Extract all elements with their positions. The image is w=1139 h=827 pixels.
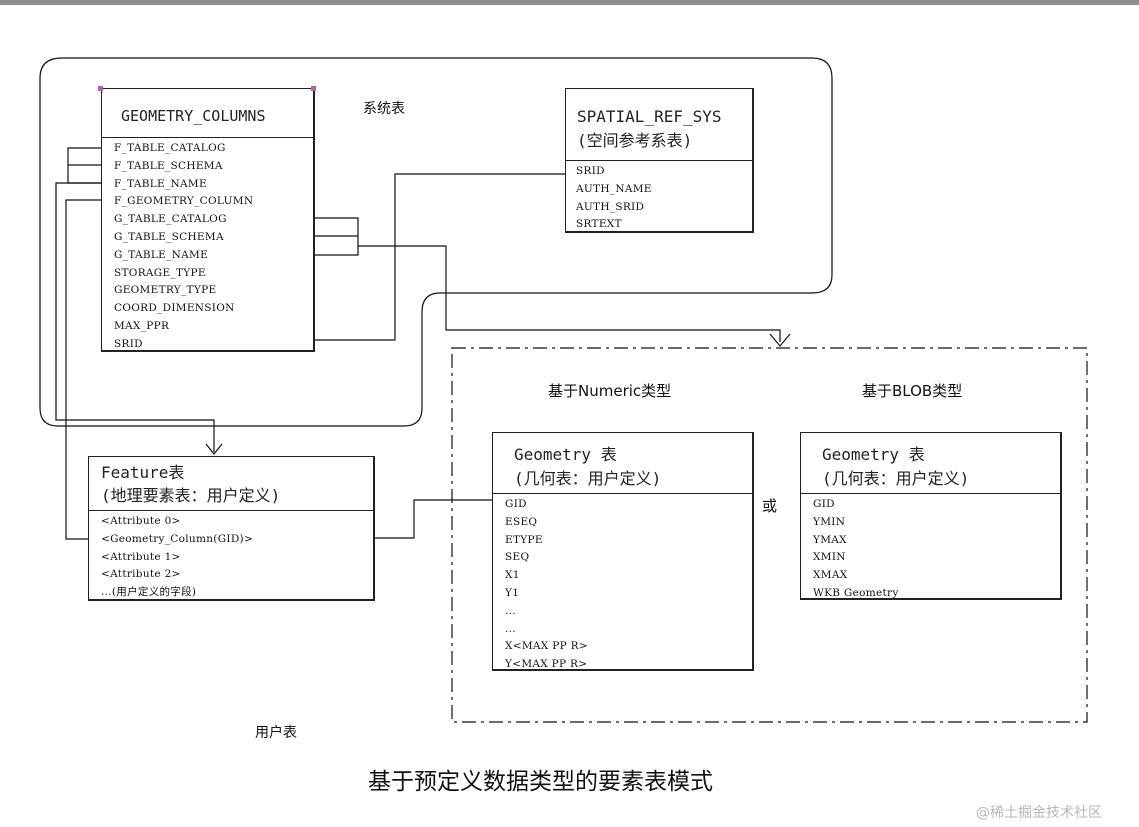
field-xmin: XMIN <box>813 551 846 564</box>
field-auth-srid: AUTH_SRID <box>576 200 645 213</box>
field-list: SRID AUTH_NAME AUTH_SRID SRTEXT <box>566 161 752 234</box>
field-list: <Attribute 0> <Geometry_Column(GID)> <At… <box>89 511 373 602</box>
table-title: GEOMETRY_COLUMNS <box>121 107 266 125</box>
field-g-table-schema: G_TABLE_SCHEMA <box>114 230 224 243</box>
field-x1: X1 <box>505 569 520 582</box>
table-header: Feature表 (地理要素表：用户定义) <box>89 457 373 511</box>
field-ymax: YMAX <box>813 533 847 546</box>
field-geometry-type: GEOMETRY_TYPE <box>114 284 217 297</box>
table-header: SPATIAL_REF_SYS (空间参考系表) <box>566 89 752 161</box>
field-srtext: SRTEXT <box>576 218 622 231</box>
system-tables-label: 系统表 <box>363 101 405 117</box>
selection-handle <box>311 86 316 91</box>
field-y-max: Y<MAX PP R> <box>505 658 588 671</box>
geometry-columns-table: GEOMETRY_COLUMNS F_TABLE_CATALOG F_TABLE… <box>101 88 315 352</box>
selection-handle <box>98 86 103 91</box>
field-g-table-name: G_TABLE_NAME <box>114 248 209 261</box>
feature-table: Feature表 (地理要素表：用户定义) <Attribute 0> <Geo… <box>88 456 375 601</box>
field-g-table-catalog: G_TABLE_CATALOG <box>114 213 227 226</box>
top-bar <box>0 0 1139 5</box>
field-attribute-1: <Attribute 1> <box>101 550 181 563</box>
field-list: F_TABLE_CATALOG F_TABLE_SCHEMA F_TABLE_N… <box>102 138 313 354</box>
field-list: GID YMIN YMAX XMIN XMAX WKB Geometry <box>801 494 1060 603</box>
field-f-geometry-column: F_GEOMETRY_COLUMN <box>114 195 254 208</box>
field-ellipsis: ... <box>505 604 516 617</box>
field-srid: SRID <box>114 337 143 350</box>
table-header: Geometry 表 (几何表：用户定义) <box>801 433 1060 494</box>
field-wkb-geometry: WKB Geometry <box>813 586 899 599</box>
field-ellipsis: ... <box>505 622 516 635</box>
spatial-ref-sys-table: SPATIAL_REF_SYS (空间参考系表) SRID AUTH_NAME … <box>565 88 754 233</box>
field-eseq: ESEQ <box>505 515 538 528</box>
blob-type-label: 基于BLOB类型 <box>862 382 963 400</box>
field-max-ppr: MAX_PPR <box>114 319 170 332</box>
field-f-table-catalog: F_TABLE_CATALOG <box>114 142 226 154</box>
table-link <box>55 182 215 452</box>
field-user-defined: ...(用户定义的字段) <box>101 586 197 599</box>
user-region-outline <box>451 347 1088 723</box>
field-attribute-0: <Attribute 0> <box>101 515 181 527</box>
field-srid: SRID <box>576 165 605 177</box>
table-title: Geometry 表 <box>822 445 925 464</box>
field-gid: GID <box>505 498 527 510</box>
field-auth-name: AUTH_NAME <box>576 182 652 195</box>
field-coord-dimension: COORD_DIMENSION <box>114 302 235 315</box>
field-geometry-column: <Geometry_Column(GID)> <box>101 532 254 545</box>
table-subtitle: (几何表：用户定义) <box>822 469 970 488</box>
field-seq: SEQ <box>505 551 530 564</box>
field-etype: ETYPE <box>505 533 543 546</box>
table-title: Feature表 <box>101 463 185 482</box>
table-header: Geometry 表 (几何表：用户定义) <box>493 433 752 494</box>
table-title: SPATIAL_REF_SYS <box>577 107 722 126</box>
table-subtitle: (空间参考系表) <box>577 131 693 150</box>
geometry-numeric-table: Geometry 表 (几何表：用户定义) GID ESEQ ETYPE SEQ… <box>492 432 754 671</box>
field-f-table-name: F_TABLE_NAME <box>114 177 207 190</box>
field-storage-type: STORAGE_TYPE <box>114 266 206 279</box>
geometry-blob-table: Geometry 表 (几何表：用户定义) GID YMIN YMAX XMIN… <box>800 432 1062 600</box>
system-group-outline <box>39 57 833 427</box>
field-xmax: XMAX <box>813 569 848 582</box>
watermark: @稀土掘金技术社区 <box>976 805 1102 821</box>
or-label: 或 <box>762 497 778 515</box>
numeric-type-label: 基于Numeric类型 <box>548 382 672 400</box>
field-f-table-schema: F_TABLE_SCHEMA <box>114 159 223 172</box>
table-title: Geometry 表 <box>514 445 617 464</box>
table-subtitle: (地理要素表：用户定义) <box>101 486 281 505</box>
table-subtitle: (几何表：用户定义) <box>514 469 662 488</box>
field-list: GID ESEQ ETYPE SEQ X1 Y1 ... ... X<MAX P… <box>493 494 752 674</box>
figure-caption: 基于预定义数据类型的要素表模式 <box>368 769 713 795</box>
field-y1: Y1 <box>505 586 520 599</box>
field-gid: GID <box>813 498 835 510</box>
field-attribute-2: <Attribute 2> <box>101 568 181 581</box>
srid-link <box>268 173 565 341</box>
field-ymin: YMIN <box>813 515 846 528</box>
table-header: GEOMETRY_COLUMNS <box>102 89 313 138</box>
field-x-max: X<MAX PP R> <box>505 640 588 653</box>
geometry-column-link <box>65 199 102 540</box>
user-tables-label: 用户表 <box>255 725 297 741</box>
gid-link <box>350 499 493 539</box>
